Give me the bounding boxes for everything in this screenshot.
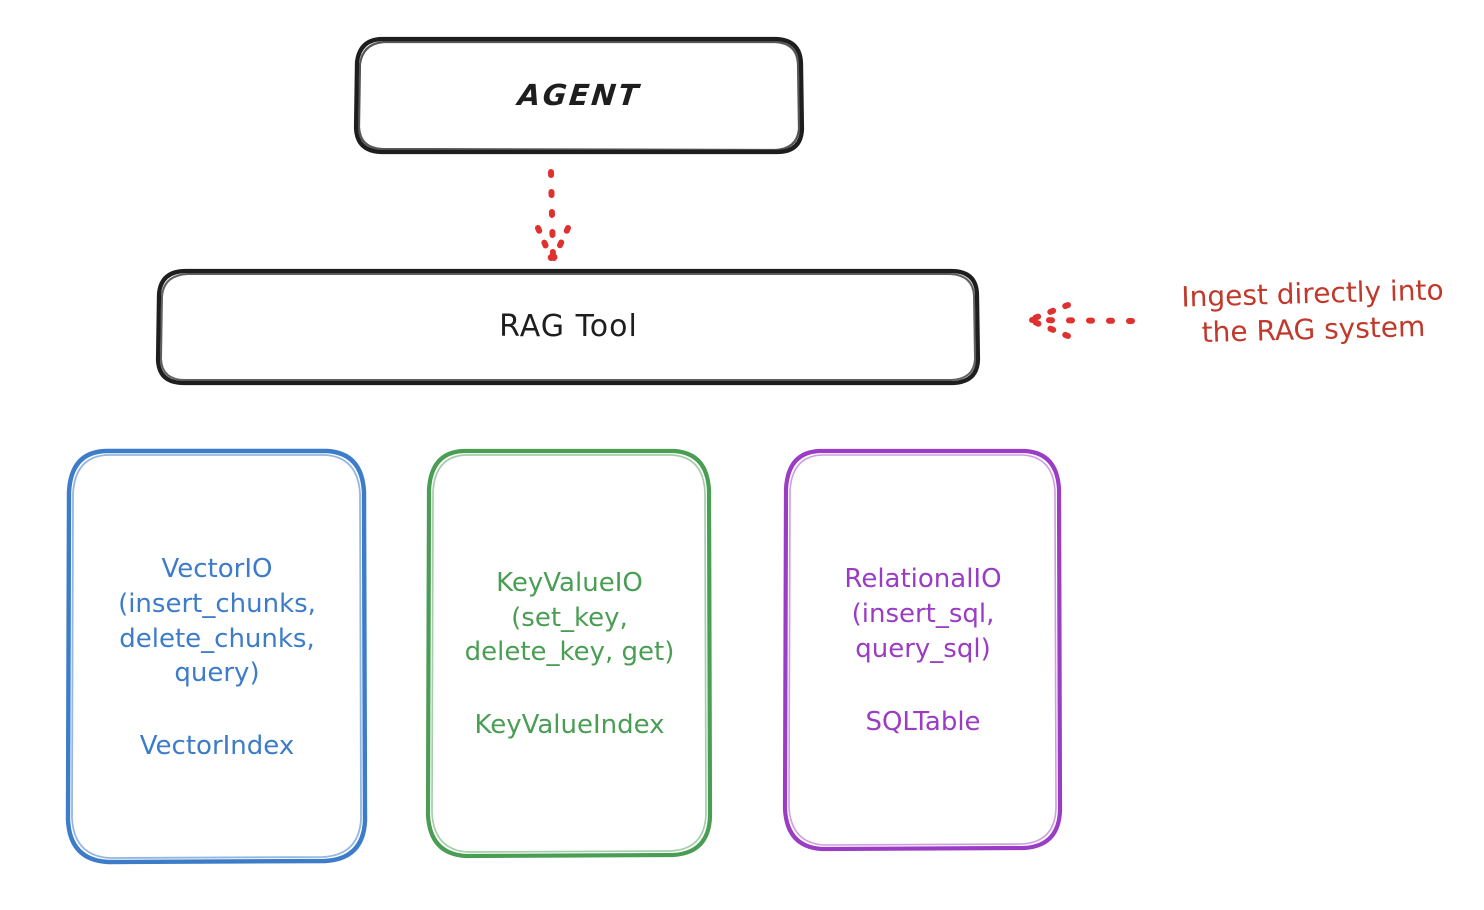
vector-io-box-outline (65, 448, 368, 865)
rag-tool-node-label: RAG Tool (499, 309, 638, 345)
vector-io-label: VectorIO (insert_chunks, delete_chunks, … (118, 553, 316, 689)
relational-io-label: RelationalIO (insert_sql, query_sql) (844, 564, 1002, 664)
ingest-annotation-text: Ingest directly into the RAG system (1180, 273, 1445, 350)
key-value-io-node[interactable]: KeyValueIO (set_key, delete_key, get) Ke… (428, 450, 711, 856)
agent-node-label: AGENT (516, 78, 643, 113)
relational-io-box-outline (782, 448, 1063, 852)
relational-io-node[interactable]: RelationalIO (insert_sql, query_sql) SQL… (785, 450, 1061, 849)
rag-tool-box-outline (155, 268, 981, 386)
key-value-io-sub-label: KeyValueIndex (474, 710, 665, 741)
agent-node[interactable]: AGENT (356, 38, 803, 153)
vector-io-sub-label: VectorIndex (139, 731, 295, 762)
vector-io-node[interactable]: VectorIO (insert_chunks, delete_chunks, … (68, 450, 366, 863)
annotation-to-rag-tool-arrow (1029, 302, 1135, 339)
key-value-io-box-outline (425, 448, 713, 859)
agent-to-rag-tool-arrow (535, 169, 571, 261)
rag-tool-node[interactable]: RAG Tool (158, 270, 979, 384)
relational-io-sub-label: SQLTable (865, 706, 981, 737)
key-value-io-label: KeyValueIO (set_key, delete_key, get) (464, 567, 675, 668)
agent-box-outline (353, 36, 805, 155)
